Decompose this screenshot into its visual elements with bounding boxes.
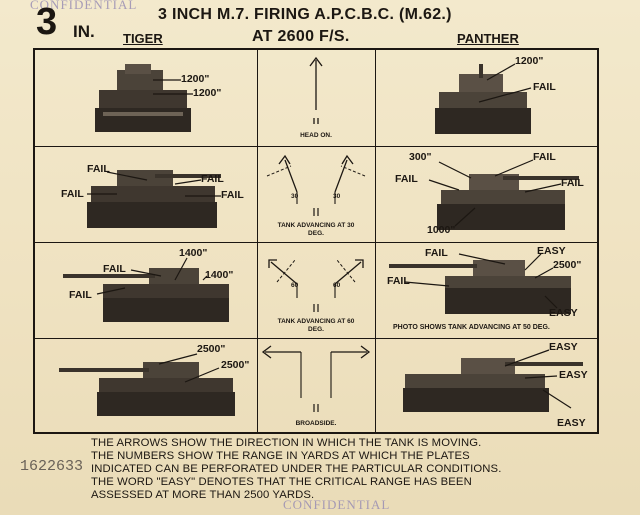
- confidential-stamp-bottom: CONFIDENTIAL: [283, 497, 391, 512]
- panther-30deg-label-2: FAIL: [533, 151, 556, 163]
- panther-60deg-label-5: EASY: [549, 307, 578, 319]
- tiger-head-on-label-2: 1200": [193, 87, 222, 99]
- panther-tank-broadside-image: [403, 358, 583, 412]
- broadside-caption: BROADSIDE.: [295, 420, 337, 427]
- panther-head-on-cell: 1200" FAIL: [375, 50, 599, 146]
- broadside-arrow-diagram: [261, 345, 371, 412]
- tiger-60deg-label-2: FAIL: [103, 263, 126, 275]
- panther-broadside-label-3: EASY: [557, 417, 586, 429]
- panther-column-heading: PANTHER: [457, 31, 519, 46]
- panther-60deg-label-2: EASY: [537, 245, 566, 257]
- serial-number: 1622633: [20, 458, 84, 475]
- tiger-head-on-cell: 1200" 1200": [35, 50, 257, 146]
- panther-60deg-label-3: 2500": [553, 259, 582, 271]
- title-line-2: AT 2600 F/S.: [252, 28, 350, 45]
- 60deg-angle-right: 60: [333, 282, 341, 289]
- panther-broadside-leaders: [504, 349, 572, 409]
- tiger-30deg-leaders: [87, 171, 221, 197]
- panther-30deg-label-3: FAIL: [395, 173, 418, 185]
- tiger-60deg-label-3: 1400": [205, 269, 234, 281]
- panther-60deg-cell: FAIL EASY 2500" FAIL EASY PHOTO SHOWS TA…: [375, 242, 599, 338]
- 30deg-diagram-cell: 30 30 TANK ADVANCING AT 30 DEG.: [257, 146, 375, 242]
- confidential-stamp-top: CONFIDENTIAL: [30, 0, 138, 12]
- tiger-60deg-label-4: FAIL: [69, 289, 92, 301]
- panther-60deg-leaders: [404, 253, 558, 309]
- tiger-60deg-label-1: 1400": [179, 247, 208, 259]
- 60deg-diagram-cell: 60 60 TANK ADVANCING AT 60 DEG.: [257, 242, 375, 338]
- panther-30deg-label-4: FAIL: [561, 177, 584, 189]
- tiger-tank-front-image: [95, 64, 191, 132]
- panther-head-on-leaders: [478, 63, 532, 103]
- 30deg-angle-right: 30: [333, 193, 341, 200]
- footer-line-1: THE ARROWS SHOW THE DIRECTION IN WHICH T…: [91, 437, 482, 449]
- section-unit: IN.: [73, 22, 95, 41]
- tiger-tank-broadside-image: [59, 362, 235, 416]
- tiger-30deg-label-1: FAIL: [87, 163, 110, 175]
- panther-tank-front-image: [435, 64, 531, 134]
- footer-line-2: THE NUMBERS SHOW THE RANGE IN YARDS AT W…: [91, 450, 470, 462]
- panther-head-on-label-1: 1200": [515, 55, 544, 67]
- panther-60deg-label-1: FAIL: [425, 247, 448, 259]
- panther-30deg-label-1: 300": [409, 151, 432, 163]
- head-on-diagram-cell: HEAD ON.: [257, 50, 375, 146]
- tiger-broadside-label-1: 2500": [197, 343, 226, 355]
- 60deg-arrow-diagram: [268, 259, 364, 312]
- footer-line-3: INDICATED CAN BE PERFORATED UNDER THE PA…: [91, 463, 502, 475]
- panther-60deg-label-4: FAIL: [387, 275, 410, 287]
- 30deg-caption: TANK ADVANCING AT 30 DEG.: [277, 222, 355, 237]
- grid-divider: [35, 242, 597, 243]
- panther-30deg-label-5: 1000": [427, 224, 456, 236]
- grid-divider: [375, 50, 376, 432]
- panther-broadside-label-2: EASY: [559, 369, 588, 381]
- 60deg-angle-left: 60: [291, 282, 299, 289]
- tiger-30deg-cell: FAIL FAIL FAIL FAIL: [35, 146, 257, 242]
- footer-line-5: ASSESSED AT MORE THAN 2500 YARDS.: [91, 489, 315, 501]
- panther-60deg-photo-caption: PHOTO SHOWS TANK ADVANCING AT 50 DEG.: [393, 324, 550, 331]
- tiger-30deg-label-4: FAIL: [221, 189, 244, 201]
- tiger-30deg-label-2: FAIL: [201, 173, 224, 185]
- 30deg-angle-left: 30: [291, 193, 299, 200]
- tiger-broadside-leaders: [158, 353, 220, 383]
- tiger-tank-60deg-image: [63, 268, 229, 322]
- panther-broadside-label-1: EASY: [549, 341, 578, 353]
- footer-line-4: THE WORD "EASY" DENOTES THAT THE CRITICA…: [91, 476, 472, 488]
- section-number: 3: [36, 1, 58, 43]
- head-on-caption: HEAD ON.: [300, 132, 332, 139]
- grid-divider: [257, 50, 258, 432]
- tiger-broadside-cell: 2500" 2500": [35, 338, 257, 434]
- grid-divider: [35, 338, 597, 339]
- tiger-head-on-leaders: [153, 79, 193, 95]
- 60deg-caption: TANK ADVANCING AT 60 DEG.: [277, 318, 355, 333]
- tiger-60deg-cell: 1400" FAIL 1400" FAIL: [35, 242, 257, 338]
- panther-30deg-cell: 300" FAIL FAIL FAIL 1000": [375, 146, 599, 242]
- panther-30deg-leaders: [428, 159, 562, 227]
- tiger-column-heading: TIGER: [123, 31, 163, 46]
- tiger-head-on-label-1: 1200": [181, 73, 210, 85]
- panther-tank-30deg-image: [437, 174, 579, 230]
- title-line-1: 3 INCH M.7. FIRING A.P.C.B.C. (M.62.): [158, 6, 452, 23]
- penetration-grid: 1200" 1200" HEAD ON. 1200": [33, 48, 599, 434]
- panther-head-on-label-2: FAIL: [533, 81, 556, 93]
- grid-divider: [35, 146, 597, 147]
- footer-notes: THE ARROWS SHOW THE DIRECTION IN WHICH T…: [91, 437, 501, 502]
- broadside-diagram-cell: BROADSIDE.: [257, 338, 375, 434]
- tiger-broadside-label-2: 2500": [221, 359, 250, 371]
- tiger-60deg-leaders: [96, 257, 208, 295]
- head-on-arrow-diagram: [309, 56, 323, 124]
- panther-broadside-cell: EASY EASY EASY: [375, 338, 599, 434]
- 30deg-arrow-diagram: [266, 154, 366, 216]
- tiger-30deg-label-3: FAIL: [61, 188, 84, 200]
